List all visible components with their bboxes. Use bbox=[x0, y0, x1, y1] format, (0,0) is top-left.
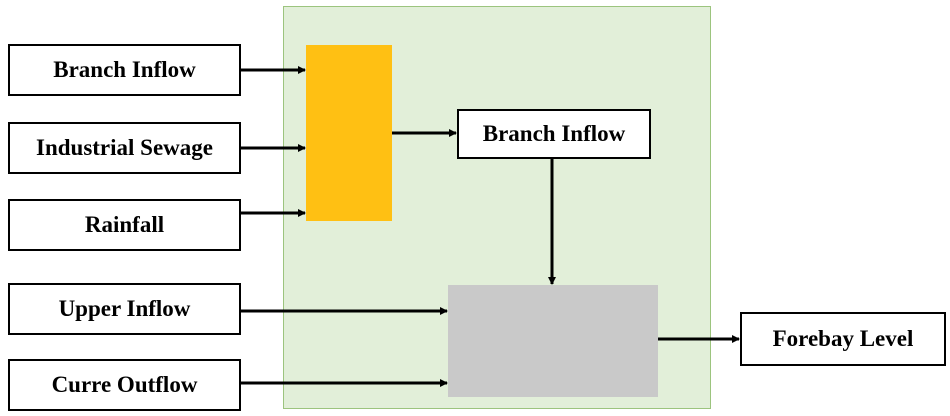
output-box-forebay-level: Forebay Level bbox=[740, 312, 946, 366]
intermediate-box-branch-inflow: Branch Inflow bbox=[457, 109, 651, 159]
input-box-curre-outflow: Curre Outflow bbox=[8, 359, 241, 411]
aggregation-block bbox=[306, 45, 392, 221]
input-box-upper-inflow: Upper Inflow bbox=[8, 283, 241, 335]
input-box-industrial-sewage: Industrial Sewage bbox=[8, 122, 241, 174]
input-box-branch-inflow: Branch Inflow bbox=[8, 44, 241, 96]
model-block bbox=[448, 285, 658, 397]
input-box-rainfall: Rainfall bbox=[8, 199, 241, 251]
